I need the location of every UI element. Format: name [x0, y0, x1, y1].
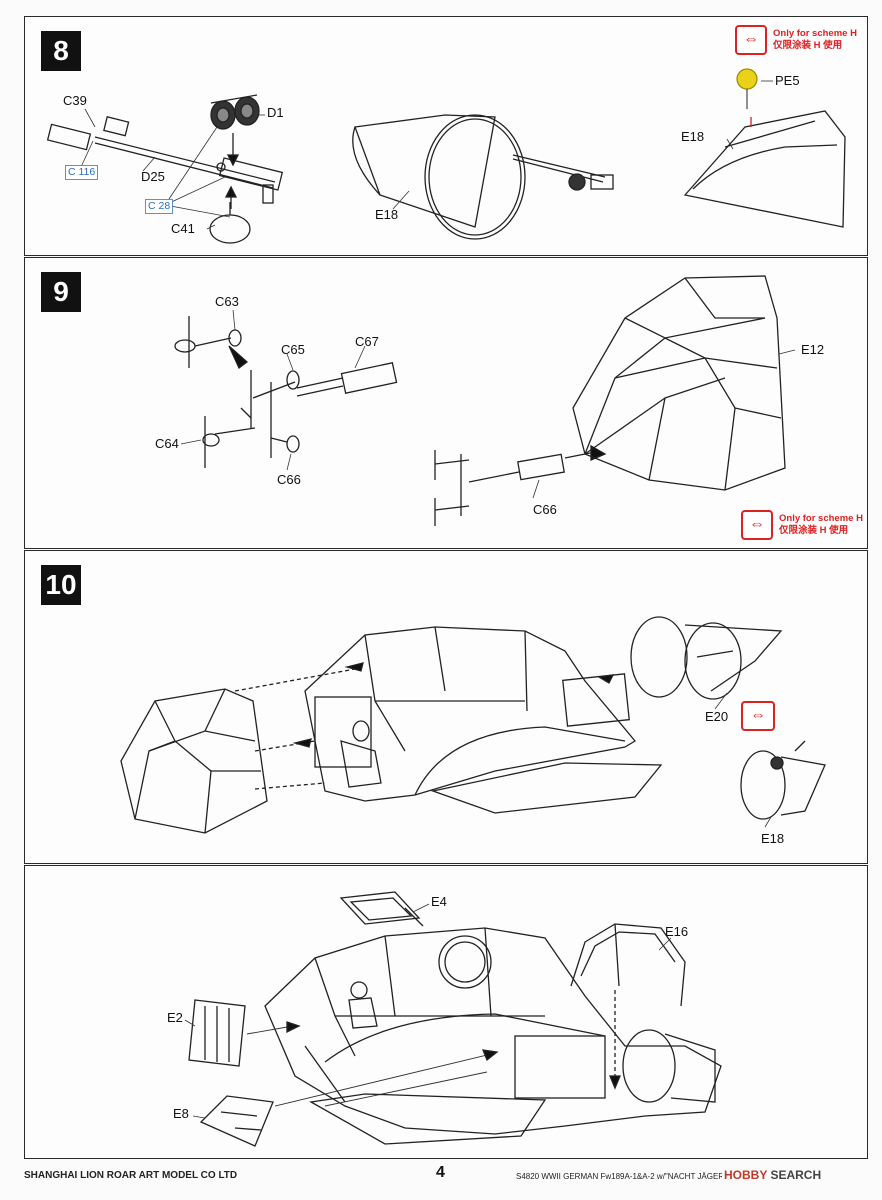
part-label-e16: E16: [665, 924, 689, 939]
step-number: 9: [41, 272, 81, 312]
part-label-e4: E4: [431, 894, 447, 909]
color-ref-c28: C 28: [145, 199, 174, 214]
scheme-h-notice: ⇔ Only for scheme H 仅限涂装 H 使用: [735, 25, 857, 55]
step-number: 10: [41, 565, 81, 605]
part-label-d25: D25: [141, 169, 165, 184]
step-11-panel: E4 E16 E2 E8: [24, 865, 868, 1159]
double-arrow-icon: ⇔: [741, 701, 775, 731]
step-11-drawing: [184, 891, 722, 1147]
watermark-logo: HOBBY SEARCH: [722, 1168, 824, 1182]
watermark-word: SEARCH: [770, 1168, 822, 1182]
double-arrow-icon: ⇔: [735, 25, 767, 55]
part-label-c65: C65: [281, 342, 305, 357]
scheme-text-cn: 仅限涂装 H 使用: [773, 40, 843, 51]
part-label-c66: C66: [533, 502, 557, 517]
step-number: 8: [41, 31, 81, 71]
scheme-h-notice: ⇔ Only for scheme H 仅限涂装 H 使用: [741, 510, 863, 540]
part-label-e2: E2: [167, 1010, 183, 1025]
scheme-text-cn: 仅限涂装 H 使用: [779, 525, 849, 536]
product-title: S4820 WWII GERMAN Fw189A-1&A-2 w/"NACHT …: [516, 1172, 824, 1181]
step-10-panel: 10: [24, 550, 868, 864]
color-ref-c116: C 116: [65, 165, 99, 180]
part-label-c41: C41: [171, 221, 195, 236]
step-8-panel: 8: [24, 16, 868, 256]
double-arrow-icon: ⇔: [741, 510, 773, 540]
step-9-panel: 9: [24, 257, 868, 549]
page-number: 4: [436, 1164, 445, 1181]
watermark-brand: HOBBY: [724, 1168, 768, 1182]
part-label-c67: C67: [355, 334, 379, 349]
part-label-c64: C64: [155, 436, 179, 451]
part-label-c63: C63: [215, 294, 239, 309]
scheme-text-en: Only for scheme H: [773, 28, 857, 39]
part-label-e18: E18: [681, 129, 705, 144]
part-label-c66: C66: [277, 472, 301, 487]
part-label-e12: E12: [801, 342, 825, 357]
step-9-drawing: [174, 275, 796, 526]
part-label-e20: E20: [705, 709, 729, 724]
company-name: SHANGHAI LION ROAR ART MODEL CO LTD: [24, 1170, 238, 1181]
part-label-e18: E18: [375, 207, 399, 222]
part-label-e18: E18: [761, 831, 785, 846]
part-label-pe5: PE5: [775, 73, 800, 88]
part-label-c39: C39: [63, 93, 87, 108]
step-8-drawing: [46, 68, 846, 244]
photo-etch-part: [736, 68, 758, 90]
part-label-d1: D1: [267, 105, 284, 120]
scheme-text-en: Only for scheme H: [779, 513, 863, 524]
part-label-e8: E8: [173, 1106, 189, 1121]
step-10-drawing: [120, 616, 826, 834]
